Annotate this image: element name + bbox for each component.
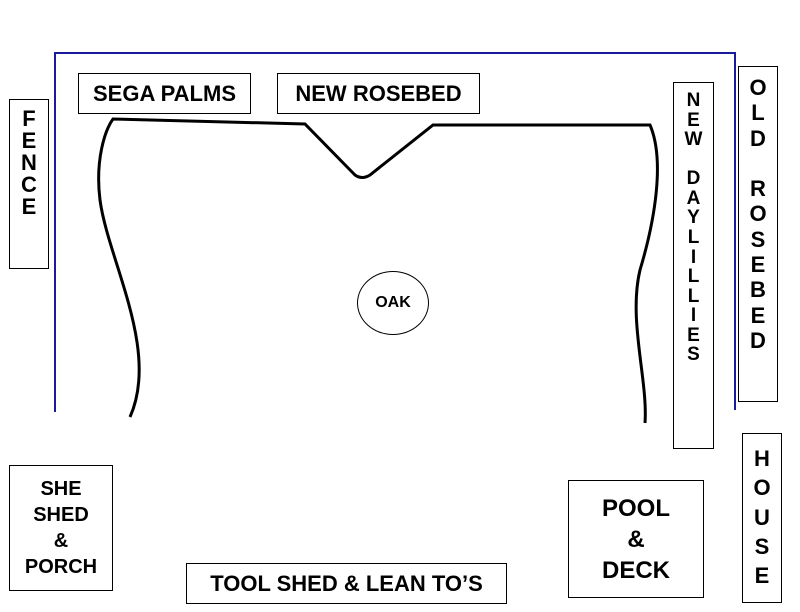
vertical-letter: E — [750, 252, 766, 278]
vertical-letter — [755, 151, 761, 176]
vertical-letter: O — [749, 75, 767, 100]
garden-bed-outline — [97, 117, 659, 424]
fence-line — [54, 52, 736, 412]
vertical-letter: S — [754, 533, 770, 559]
vertical-letter: E — [21, 128, 37, 153]
vertical-letter: I — [690, 246, 697, 268]
oak-text: OAK — [375, 294, 411, 311]
label-line: POOL — [601, 494, 670, 522]
vertical-letter: Y — [687, 207, 700, 229]
vertical-letter: L — [687, 226, 700, 248]
vertical-letter: W — [684, 129, 703, 151]
vertical-letter: N — [21, 150, 37, 175]
vertical-letter: L — [687, 285, 700, 307]
vertical-letter: S — [687, 344, 700, 366]
vertical-letter: U — [754, 504, 770, 530]
vertical-letter: A — [686, 187, 701, 209]
vertical-letter: O — [753, 475, 771, 501]
vertical-letter: D — [750, 125, 766, 151]
vertical-letter: I — [690, 305, 697, 327]
label-line: SHE — [40, 478, 82, 500]
label-line: SHED — [33, 504, 89, 526]
label-line: DECK — [601, 556, 670, 584]
pool-deck-label: POOL & DECK — [568, 480, 704, 598]
vertical-letter: B — [750, 277, 766, 303]
vertical-letter: H — [754, 446, 770, 471]
sega-palms-text: SEGA PALMS — [92, 80, 236, 106]
vertical-letter: E — [687, 324, 700, 346]
oak-tree: OAK — [357, 271, 429, 335]
vertical-letter: O — [749, 201, 767, 227]
vertical-letter — [691, 150, 696, 170]
tool-shed-text: TOOL SHED & LEAN TO’S — [210, 570, 483, 596]
sega-palms-label: SEGA PALMS — [78, 73, 251, 114]
vertical-letter: S — [750, 226, 766, 252]
vertical-letter: L — [687, 266, 700, 288]
label-line: & — [627, 525, 645, 553]
vertical-letter: E — [21, 194, 37, 219]
vertical-letter: E — [750, 302, 766, 328]
tool-shed-label: TOOL SHED & LEAN TO’S — [186, 563, 507, 604]
vertical-letter: E — [754, 563, 770, 588]
vertical-letter: C — [21, 172, 37, 197]
vertical-letter: L — [751, 100, 765, 126]
vertical-letter: F — [22, 106, 36, 131]
vertical-letter: D — [750, 327, 766, 353]
vertical-letter: N — [686, 90, 701, 111]
label-line: & — [53, 530, 69, 552]
she-shed-porch-label: SHE SHED & PORCH — [9, 465, 113, 591]
vertical-letter: D — [686, 168, 701, 190]
vertical-letter: R — [750, 176, 766, 202]
label-line: PORCH — [24, 556, 98, 578]
vertical-letter: E — [687, 109, 700, 131]
new-rosebed-text: NEW ROSEBED — [295, 80, 462, 106]
new-rosebed-label: NEW ROSEBED — [277, 73, 480, 114]
